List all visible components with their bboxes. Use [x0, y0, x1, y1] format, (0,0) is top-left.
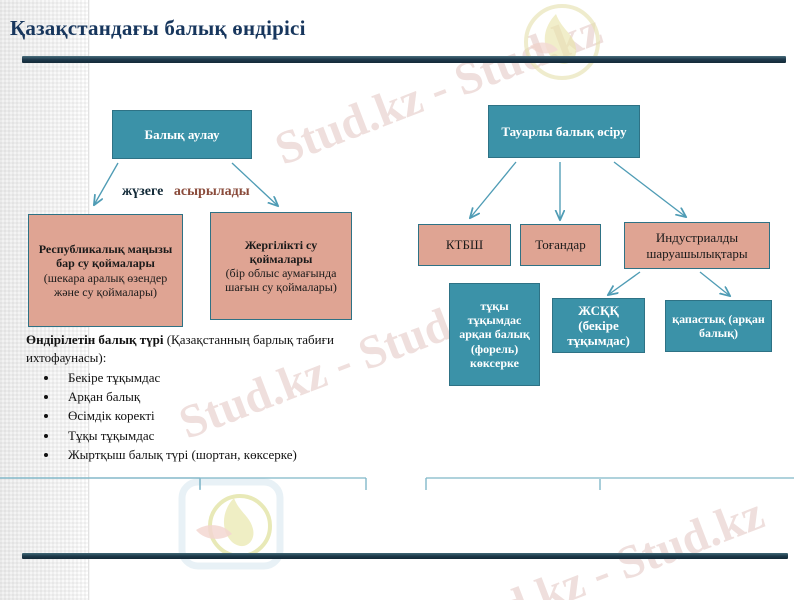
- node-ponds-label: Тоғандар: [535, 237, 586, 253]
- node-fishing-label: Балық аулау: [144, 126, 220, 142]
- node-fishing[interactable]: Балық аулау: [112, 110, 252, 159]
- list-item-label: Жыртқыш балық түрі (шортан, көксерке): [68, 446, 297, 462]
- connector-label-word-1: жүзеге: [122, 184, 164, 199]
- produced-fish-types-heading: Өндірілетін балық түрі (Қазақстанның бар…: [26, 331, 366, 367]
- node-carp-species[interactable]: тұқы тұқымдас арқан балық (форель) көксе…: [449, 283, 540, 386]
- list-item: Бекіре тұқымдас: [26, 368, 366, 387]
- arrow-fishing-to-republic: [94, 162, 119, 205]
- node-ktbsh-label: КТБШ: [445, 237, 484, 253]
- node-commercial-farming[interactable]: Тауарлы балық өсіру: [488, 105, 640, 158]
- node-carp-species-label: тұқы тұқымдас арқан балық (форель) көксе…: [459, 299, 530, 370]
- heading-rest: (Қазақстанның барлық табиғи ихтофаунасы)…: [26, 332, 334, 365]
- bracket-right: [425, 477, 794, 490]
- arrow-industry-to-kapas: [699, 271, 730, 296]
- connector-label-word-2: асырылады: [173, 184, 250, 199]
- node-jsqq[interactable]: ЖСҚҚ (бекіре тұқымдас): [552, 298, 645, 353]
- node-jsqq-label: ЖСҚҚ (бекіре тұқымдас): [567, 302, 630, 349]
- node-industrial-farms[interactable]: Индустриалды шаруашылықтары: [624, 222, 770, 269]
- list-item-label: Тұқы тұқымдас: [68, 427, 155, 443]
- arrow-industry-to-jsqq: [608, 271, 641, 295]
- node-local-title: Жергілікті су қоймалары: [244, 237, 318, 266]
- watermark-logo-icon: [524, 4, 600, 80]
- node-cage-farming[interactable]: қапастық (арқан балық): [665, 300, 772, 352]
- list-item: Жыртқыш балық түрі (шортан, көксерке): [26, 445, 366, 464]
- connector-label-implemented: жүзеге асырылады: [122, 184, 250, 200]
- list-item-label: Арқан балық: [68, 389, 141, 405]
- list-item: Өсімдік коректі: [26, 406, 366, 425]
- node-commercial-farming-label: Тауарлы балық өсіру: [501, 123, 627, 139]
- arrow-farming-to-industry: [613, 161, 686, 217]
- node-republic-title: Республикалық маңызы бар су қоймалары: [38, 242, 173, 271]
- node-cage-farming-label: қапастық (арқан балық): [672, 311, 765, 340]
- node-republic-note: (шекара аралық өзендер және су қоймалары…: [43, 270, 168, 299]
- node-ktbsh[interactable]: КТБШ: [418, 224, 511, 266]
- header-divider: [22, 56, 786, 63]
- node-industrial-farms-label: Индустриалды шаруашылықтары: [646, 230, 748, 261]
- page-title: Қазақстандағы балық өндірісі: [10, 16, 306, 40]
- bullet-dot-icon: [44, 414, 48, 419]
- heading-strong: Өндірілетін балық түрі: [26, 332, 164, 347]
- bullet-dot-icon: [44, 395, 48, 400]
- watermark-text: Stud.kz - Stud.kz: [430, 487, 771, 600]
- node-local-note: (бір облыс аумағында шағын су қоймалары): [225, 266, 337, 295]
- footer-divider: [22, 553, 788, 559]
- produced-fish-types-block: Өндірілетін балық түрі (Қазақстанның бар…: [26, 331, 366, 464]
- node-local-reservoirs[interactable]: Жергілікті су қоймалары (бір облыс аумағ…: [210, 212, 352, 320]
- list-item: Тұқы тұқымдас: [26, 426, 366, 445]
- bullet-dot-icon: [44, 433, 48, 438]
- fish-type-list: Бекіре тұқымдас Арқан балық Өсімдік коре…: [26, 368, 366, 464]
- node-ponds[interactable]: Тоғандар: [520, 224, 601, 266]
- bullet-dot-icon: [44, 452, 48, 457]
- list-item-label: Өсімдік коректі: [68, 408, 155, 424]
- list-item-label: Бекіре тұқымдас: [68, 369, 161, 385]
- arrow-farming-to-ktbsh: [470, 161, 517, 218]
- node-republic-reservoirs[interactable]: Республикалық маңызы бар су қоймалары (ш…: [28, 214, 183, 327]
- list-item: Арқан балық: [26, 387, 366, 406]
- bullet-dot-icon: [44, 375, 48, 380]
